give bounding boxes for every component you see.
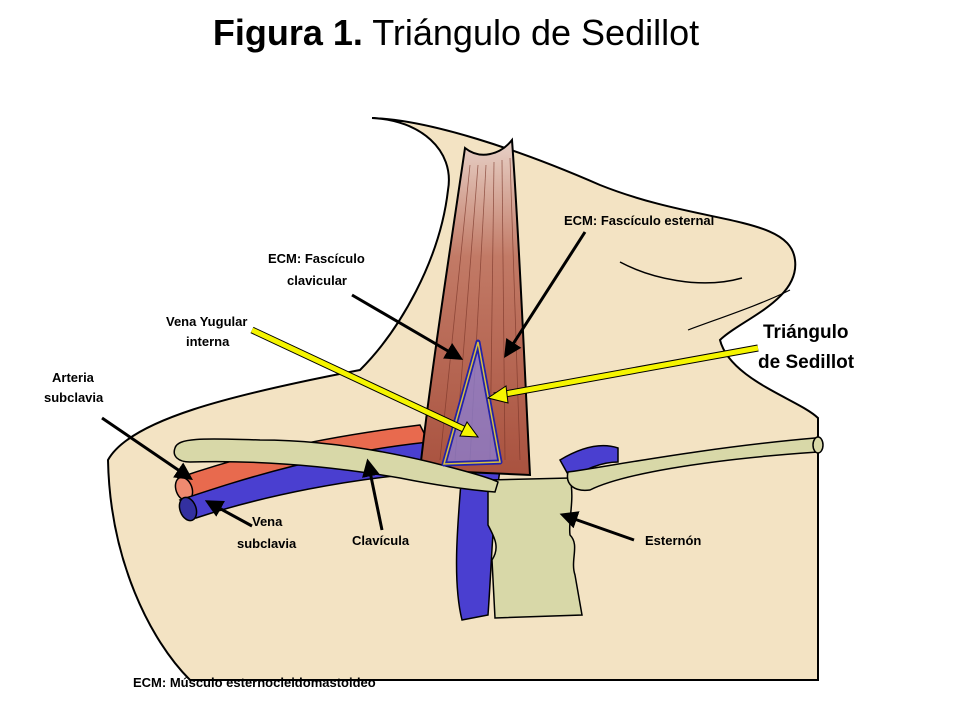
arrow-vena-sub	[204, 500, 253, 528]
label-esternon: Esternón	[645, 533, 701, 548]
clavicle	[173, 438, 499, 493]
arrow-esternal	[504, 231, 587, 359]
arrow-clavicular	[351, 293, 464, 360]
vein-end	[178, 496, 198, 522]
label-clavicula: Clavícula	[352, 533, 410, 548]
label-ecm-clavicular-1: ECM: Fascículo	[268, 251, 365, 266]
label-ecm-esternal: ECM: Fascículo esternal	[564, 213, 714, 228]
arrow-arteria	[101, 416, 193, 481]
label-arteria-2: subclavia	[44, 390, 104, 405]
sternum	[487, 477, 583, 619]
label-vena-yugular-1: Vena Yugular	[166, 314, 247, 329]
pointer-jugular-head	[459, 421, 480, 438]
clavicle-end	[812, 436, 824, 454]
label-vena-sub-1: Vena	[252, 514, 283, 529]
label-ecm-clavicular-2: clavicular	[287, 273, 347, 288]
pointer-triangle-head	[486, 385, 509, 404]
clavicle-right	[566, 437, 819, 492]
label-triangulo-2: de Sedillot	[758, 352, 855, 373]
label-vena-sub-2: subclavia	[237, 536, 297, 551]
arrow-clavicula	[362, 458, 384, 531]
arrow-esternon	[559, 511, 635, 542]
label-arteria-1: Arteria	[52, 370, 95, 385]
figure-caption: Triángulo de Sedillot	[372, 12, 700, 53]
figure-title: Figura 1. Triángulo de Sedillot	[0, 12, 912, 54]
figure-number: Figura 1.	[212, 12, 363, 53]
label-vena-yugular-2: interna	[186, 334, 230, 349]
neck-fold	[619, 261, 743, 284]
footnote: ECM: Músculo esternocleidomastoideo	[133, 675, 376, 690]
chin-fold	[687, 289, 791, 331]
label-triangulo-1: Triángulo	[763, 322, 849, 343]
sedillot-triangle-inner	[443, 341, 501, 465]
